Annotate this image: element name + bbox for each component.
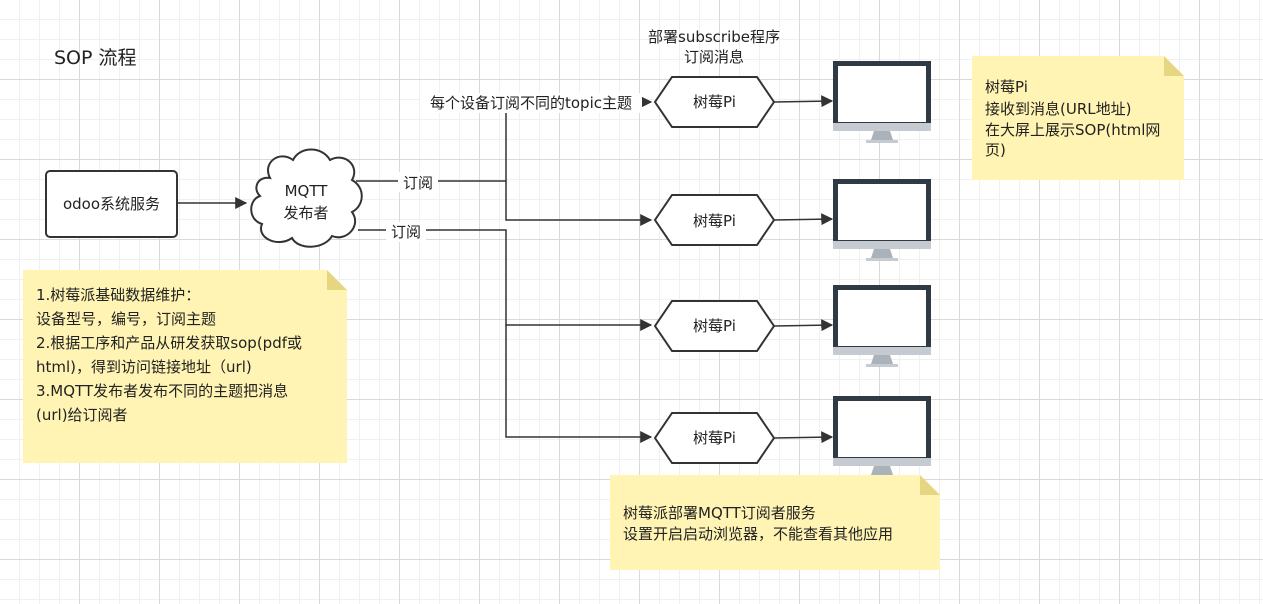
odoo-service-node[interactable]: odoo系统服务 (45, 170, 178, 238)
pi-node-1-label: 树莓Pi (693, 93, 736, 111)
monitor-icon-2 (833, 179, 931, 261)
note-pi-receive-line-2: 接收到消息(URL地址) (985, 100, 1131, 118)
note-maintenance-line-5: 3.MQTT发布者发布不同的主题把消息 (36, 382, 288, 400)
note-pi-deploy-line-2: 设置开启启动浏览器，不能查看其他应用 (623, 525, 893, 543)
note-maintenance-line-4: html)，得到访问链接地址（url) (36, 358, 252, 376)
edge-pi-to-monitor-1 (773, 95, 834, 108)
diagram-title: SOP 流程 (54, 47, 137, 69)
note-maintenance[interactable]: 1.树莓派基础数据维护： 设备型号，编号，订阅主题 2.根据工序和产品从研发获取… (23, 270, 347, 463)
edge-label-subscribe-2: 订阅 (391, 223, 421, 241)
pi-node-1[interactable]: 树莓Pi (653, 76, 776, 128)
pi-node-2-label: 树莓Pi (693, 212, 736, 230)
edge-pi-to-monitor-4 (773, 431, 834, 444)
edge-label-topic: 每个设备订阅不同的topic主题 (430, 94, 632, 112)
edge-mqtt-to-pi-3 (358, 229, 653, 331)
edge-mqtt-to-pi-4 (505, 325, 653, 443)
monitor-icon-1 (833, 61, 931, 143)
mqtt-publisher-node[interactable]: MQTT 发布者 (250, 148, 363, 248)
note-maintenance-line-2: 设备型号，编号，订阅主题 (36, 310, 216, 328)
note-maintenance-line-6: (url)给订阅者 (36, 406, 128, 424)
monitor-icon-3 (833, 285, 931, 367)
monitor-icon-4 (833, 396, 931, 478)
edge-pi-to-monitor-2 (773, 213, 834, 226)
pi-node-3-label: 树莓Pi (693, 317, 736, 335)
edge-mqtt-to-pi-2 (505, 181, 653, 226)
note-maintenance-line-1: 1.树莓派基础数据维护： (36, 286, 200, 304)
note-pi-receive-line-4: 页) (985, 141, 1006, 159)
edge-mqtt-to-pi-1 (356, 96, 653, 182)
deploy-caption-line-1: 部署subscribe程序 (648, 28, 780, 46)
edge-label-subscribe-1: 订阅 (403, 174, 433, 192)
pi-node-3[interactable]: 树莓Pi (653, 300, 776, 352)
deploy-caption-line-2: 订阅消息 (684, 48, 744, 66)
note-maintenance-line-3: 2.根据工序和产品从研发获取sop(pdf或 (36, 334, 302, 352)
edge-pi-to-monitor-3 (773, 319, 834, 332)
note-pi-receive-line-3: 在大屏上展示SOP(html网 (985, 121, 1160, 139)
note-pi-receive-line-1: 树莓Pi (985, 78, 1028, 96)
pi-node-4-label: 树莓Pi (693, 429, 736, 447)
note-pi-deploy[interactable]: 树莓派部署MQTT订阅者服务 设置开启启动浏览器，不能查看其他应用 (610, 475, 940, 570)
mqtt-label-line-1: MQTT (285, 182, 329, 200)
mqtt-label-line-2: 发布者 (283, 204, 328, 222)
odoo-service-label: odoo系统服务 (63, 195, 160, 213)
pi-node-4[interactable]: 树莓Pi (653, 412, 776, 464)
note-pi-receive[interactable]: 树莓Pi 接收到消息(URL地址) 在大屏上展示SOP(html网 页) (972, 56, 1184, 180)
note-pi-deploy-line-1: 树莓派部署MQTT订阅者服务 (623, 504, 816, 522)
pi-node-2[interactable]: 树莓Pi (653, 194, 776, 246)
